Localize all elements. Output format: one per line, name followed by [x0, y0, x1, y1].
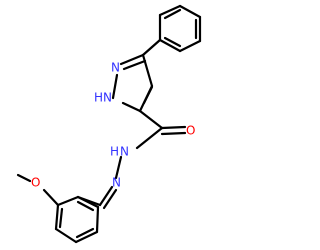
- atom-label-layer: N H N O H N N O: [31, 61, 195, 190]
- atom-label-N-pyrazole-2: N: [111, 61, 120, 75]
- bond-pyrazole-carbonyl: [138, 109, 164, 130]
- bond-ring2-6: [76, 195, 100, 209]
- bond-pyrazole-N2-N1: [111, 73, 119, 100]
- bond-ring2-1: [56, 195, 80, 207]
- bond-phenyl-5: [158, 38, 182, 53]
- bond-methoxyO-CH3: [16, 173, 32, 183]
- atom-label-N-hydrazide-2: N: [112, 176, 121, 190]
- atom-label-O-methoxy: O: [31, 176, 40, 190]
- bond-ring-methoxyO: [42, 188, 60, 207]
- bond-carbonyl-O-double: [160, 131, 187, 136]
- bond-ring2-2: [54, 203, 60, 231]
- bond-ring2-double-1: [58, 207, 64, 229]
- atom-label-H-hydrazide: H: [110, 145, 119, 159]
- bond-pyrazole-N1-C5: [121, 101, 142, 113]
- bond-layer: [16, 4, 202, 244]
- bond-N-CH: [98, 185, 114, 207]
- bond-ring2-5: [95, 205, 100, 234]
- bond-ring2-3: [54, 227, 78, 244]
- bond-ring2-double-2: [75, 227, 95, 239]
- bond-phenyl-double-1: [163, 8, 182, 20]
- bond-phenyl-4: [178, 39, 202, 53]
- atom-label-N-pyrazole-1: N: [103, 91, 112, 105]
- bond-pyrazole-C3-N2: [119, 53, 145, 66]
- bond-N-CH-double: [102, 188, 118, 210]
- bond-phenyl-pyrazole: [141, 38, 162, 57]
- bond-pyrazole-C3-N2-double: [122, 59, 147, 71]
- bond-pyrazole-C4-C3: [141, 53, 154, 88]
- atom-label-O-carbonyl: O: [186, 124, 195, 138]
- bond-pyrazole-C5-C4-double: [142, 85, 154, 105]
- bond-phenyl-2: [178, 4, 202, 19]
- atom-label-N-hydrazide-1: N: [120, 145, 129, 159]
- bond-carbonyl-O: [160, 125, 187, 130]
- bond-carbonyl-N: [135, 126, 164, 150]
- bond-ring2-4: [74, 230, 99, 244]
- atom-label-H-pyrazole: H: [94, 91, 103, 105]
- bond-phenyl-1: [158, 4, 182, 17]
- molecule-structure-canvas: N H N O H N N O: [16, 4, 202, 244]
- bond-N-N: [114, 155, 123, 180]
- bond-phenyl-double-3: [163, 36, 182, 48]
- molecule-structure-drawing: N H N O H N N O: [16, 4, 202, 244]
- bond-ring2-double-3: [76, 200, 95, 212]
